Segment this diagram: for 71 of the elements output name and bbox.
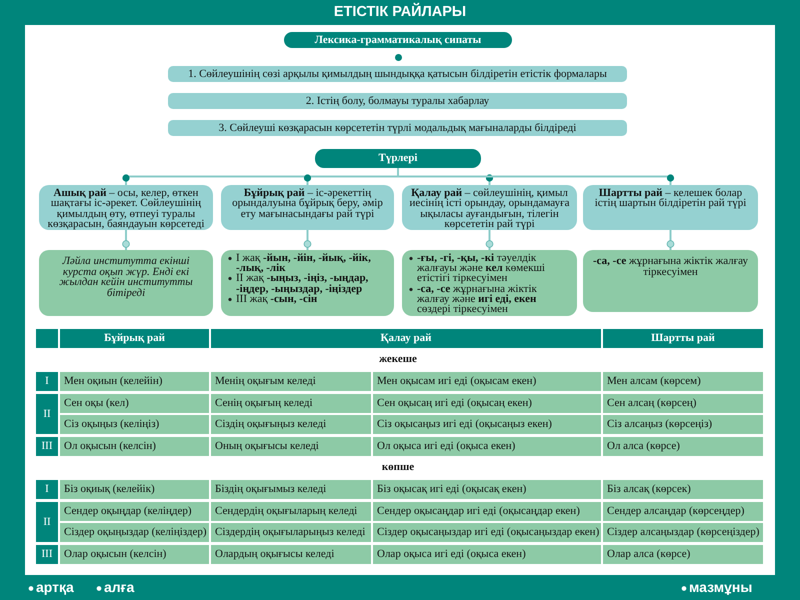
definition-box <box>583 185 758 230</box>
connector-line <box>486 230 494 250</box>
connector-line <box>122 230 130 250</box>
connector-line <box>397 168 674 185</box>
table-cell: Сіз оқысаңыз игі еді (оқысаңыз екен) <box>373 415 601 434</box>
heading-text: Түрлері <box>378 152 418 165</box>
heading-pill <box>315 149 481 168</box>
suffix-box <box>221 250 394 316</box>
info-text: 2. Істің болу, болмауы туралы хабарлау <box>306 94 490 108</box>
table-cell: Сіздердің оқығыларыңыз келеді <box>211 523 371 542</box>
info-text: 1. Сөйлеушінің сөзі арқылы қимылдың шындыққа қатысын білдіретін етістік формалары <box>188 68 607 80</box>
table-cell: Сен оқы (кел) <box>60 394 209 413</box>
table-cell: Біз оқиық (келейік) <box>60 480 209 499</box>
row-number-cell: I <box>36 480 58 499</box>
row-number-cell: I <box>36 372 58 391</box>
table-cell: Олар оқысын (келсін) <box>60 545 209 564</box>
definition-text: Ашық рай – осы, келер, өткен шақтағы іс-әрекет. Сөйлеушінің қимылдың өту, өтпеуі туралы көзқарасын, баяндауын көрсетеді <box>46 188 206 230</box>
info-band <box>168 66 627 82</box>
heading-pill <box>284 32 512 48</box>
table-header-cell: Қалау рай <box>211 329 601 348</box>
table-cell: Ол оқыса игі еді (оқыса екен) <box>373 437 601 456</box>
table-cell: Сендер оқысаңдар игі еді (оқысаңдар екен) <box>373 502 601 521</box>
table-cell: Мен оқиын (келейін) <box>60 372 209 391</box>
info-band <box>168 120 627 136</box>
table-cell: Сендердің оқығыларың келеді <box>211 502 371 521</box>
table-cell: Менің оқығым келеді <box>211 372 371 391</box>
table-cell: Сіз оқыңыз (келіңіз) <box>60 415 209 434</box>
table-cell: Сендер алсаңдар (көрсеңдер) <box>603 502 763 521</box>
table-cell: Олар оқыса игі еді (оқыса екен) <box>373 545 601 564</box>
definition-text: Бұйрық рай – іс-әрекеттің орындалуына бұйрық беру, әмір ету мағынасындағы рай түрі <box>231 188 384 220</box>
table-cell: Сіздің оқығыңыз келеді <box>211 415 371 434</box>
heading-text: Лексика-грамматикалық сипаты <box>314 34 482 46</box>
table-cell: Оның оқығысы келеді <box>211 437 371 456</box>
table-header-cell: Шартты рай <box>603 329 763 348</box>
example-box <box>583 250 758 312</box>
table-cell: Сендер оқыңдар (келіңдер) <box>60 502 209 521</box>
example-text: Ләйла институтта екінші курста оқып жүр. Енді екі жылдан кейін институтты бітіреді <box>58 256 194 298</box>
connector-line <box>666 230 674 250</box>
table-cell: Сіздер оқысаңыздар игі еді (оқысаңыздар екен) <box>373 523 601 542</box>
table-cell: Сен алсаң (көрсең) <box>603 394 763 413</box>
suffix-box <box>402 250 577 316</box>
definition-text: Шартты рай – келешек болар істің шартын білдіретін рай түрі <box>594 188 748 209</box>
definition-box <box>221 185 394 230</box>
table-cell: Біздің оқығымыз келеді <box>211 480 371 499</box>
table-cell: Біз алсақ (көрсек) <box>603 480 763 499</box>
table-cell: Мен оқысам игі еді (оқысам екен) <box>373 372 601 391</box>
group-heading: жекеше <box>379 352 417 366</box>
group-heading: көпше <box>382 460 414 474</box>
example-box <box>39 250 213 316</box>
table-cell: Олар алса (көрсе) <box>603 545 763 564</box>
info-text: 3. Сөйлеуші көзқарасын көрсететін түрлі модальдық мағыналарды білдіреді <box>218 122 576 134</box>
row-number-cell: III <box>36 545 58 564</box>
table-cell: Сіздер алсаңыздар (көрсеңіздер) <box>603 523 763 542</box>
table-cell: Сен оқысаң игі еді (оқысаң екен) <box>373 394 601 413</box>
table-cell: Сіздер оқыңыздар (келіңіздер) <box>60 523 209 542</box>
row-number-cell: III <box>36 437 58 456</box>
definition-text: Қалау рай – сөйлеушінің, қимыл иесінің істі орындау, орындамауға ықыласы ауғандығын, тілегін көрсететін рай түрі <box>408 188 571 230</box>
page-title: ЕТІСТІК РАЙЛАРЫ <box>334 4 466 21</box>
table-cell: Сенің оқығың келеді <box>211 394 371 413</box>
table-header-cell: Бұйрық рай <box>60 329 209 348</box>
table-cell: Ол алса (көрсе) <box>603 437 763 456</box>
table-cell: Біз оқысақ игі еді (оқысақ екен) <box>373 480 601 499</box>
row-number-cell: II <box>36 502 58 542</box>
table-cell: Олардың оқығысы келеді <box>211 545 371 564</box>
row-number-cell: II <box>36 394 58 434</box>
info-band <box>168 93 627 109</box>
table-cell: Мен алсам (көрсем) <box>603 372 763 391</box>
connector-line <box>304 230 312 250</box>
example-text: -са, -се жұрнағына жіктік жалғау тіркесуімен <box>592 256 749 278</box>
table-cell: Сіз алсаңыз (көрсеңіз) <box>603 415 763 434</box>
table-cell: Ол оқысын (келсін) <box>60 437 209 456</box>
